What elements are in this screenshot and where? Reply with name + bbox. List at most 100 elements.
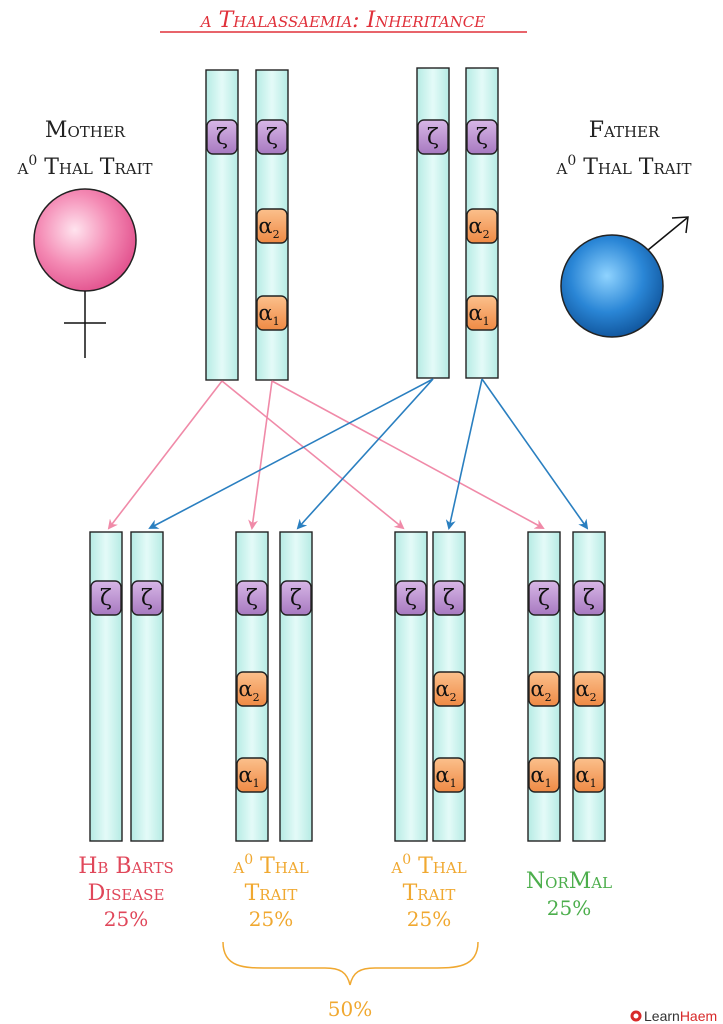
father-chromosome: ζ α2 α1 xyxy=(465,67,499,379)
parent-chromosomes: ζ ζ α2 α1 ζ ζ α2 α1 xyxy=(205,67,499,381)
svg-text:ζ: ζ xyxy=(246,586,258,611)
zeta-gene: ζ xyxy=(528,580,560,616)
svg-text:ζ: ζ xyxy=(427,125,439,150)
zeta-gene: ζ xyxy=(131,580,163,616)
outcome-percent: 25% xyxy=(104,907,148,931)
mother-arrows xyxy=(107,380,545,530)
zeta-gene: ζ xyxy=(417,119,449,155)
alpha2-gene: α2 xyxy=(256,208,288,244)
father-chromosome: ζ xyxy=(416,67,450,379)
svg-text:α2: α2 xyxy=(435,677,456,704)
zeta-gene: ζ xyxy=(256,119,288,155)
alpha2-gene: α2 xyxy=(573,671,605,707)
offspring-chromosome: ζ α2 α1 xyxy=(235,531,269,842)
svg-text:α2: α2 xyxy=(468,214,489,241)
svg-text:ζ: ζ xyxy=(141,586,153,611)
alpha1-gene: α1 xyxy=(573,757,605,793)
father-arrow xyxy=(296,378,434,530)
svg-text:ζ: ζ xyxy=(216,125,228,150)
mother-arrow xyxy=(107,380,223,530)
offspring-chromosome: ζ α2 α1 xyxy=(527,531,561,842)
svg-text:α2: α2 xyxy=(575,677,596,704)
offspring-label-hb-barts: Hb Barts Disease 25% xyxy=(78,854,174,931)
offspring-genotype: ζ ζ α2 α1 xyxy=(394,531,466,842)
father-genotype: α0 Thal Trait xyxy=(555,153,691,180)
male-symbol-icon xyxy=(560,216,689,338)
zeta-gene: ζ xyxy=(280,580,312,616)
outcome-percent: 25% xyxy=(249,907,293,931)
alpha1-gene: α1 xyxy=(236,757,268,793)
svg-text:α2: α2 xyxy=(530,677,551,704)
alpha2-gene: α2 xyxy=(466,208,498,244)
svg-text:ζ: ζ xyxy=(405,586,417,611)
svg-text:α1: α1 xyxy=(238,763,259,790)
father-arrow xyxy=(445,378,483,530)
brace-percent: 50% xyxy=(328,997,372,1021)
svg-text:α2: α2 xyxy=(238,677,259,704)
mother-arrow xyxy=(271,380,545,529)
offspring-chromosome: ζ α2 α1 xyxy=(432,531,466,842)
svg-text:α1: α1 xyxy=(575,763,596,790)
alpha1-gene: α1 xyxy=(256,295,288,331)
svg-text:ζ: ζ xyxy=(266,125,278,150)
svg-text:ζ: ζ xyxy=(100,586,112,611)
offspring-chromosome: ζ xyxy=(130,531,164,842)
outcome-name: α0 Thal xyxy=(390,852,466,879)
zeta-gene: ζ xyxy=(90,580,122,616)
alpha1-gene: α1 xyxy=(466,295,498,331)
svg-text:α1: α1 xyxy=(468,301,489,328)
outcome-name: α0 Thal xyxy=(232,852,308,879)
zeta-gene: ζ xyxy=(573,580,605,616)
offspring-genotype: ζ α2 α1 ζ xyxy=(235,531,313,842)
zeta-gene: ζ xyxy=(236,580,268,616)
outcome-percent: 25% xyxy=(547,896,591,920)
svg-text:ζ: ζ xyxy=(583,586,595,611)
svg-text:α2: α2 xyxy=(258,214,279,241)
brace xyxy=(222,941,479,986)
alpha2-gene: α2 xyxy=(433,671,465,707)
zeta-gene: ζ xyxy=(466,119,498,155)
mother-chromosome: ζ xyxy=(205,69,239,381)
outcome-percent: 25% xyxy=(407,907,451,931)
father-arrow xyxy=(148,378,434,529)
offspring-chromosome: ζ xyxy=(89,531,123,842)
offspring-chromosome: ζ xyxy=(279,531,313,842)
zeta-gene: ζ xyxy=(395,580,427,616)
svg-text:ζ: ζ xyxy=(476,125,488,150)
zeta-gene: ζ xyxy=(206,119,238,155)
outcome-name-line2: Disease xyxy=(88,881,165,906)
alpha1-gene: α1 xyxy=(528,757,560,793)
outcome-name-line2: Trait xyxy=(245,881,298,906)
diagram-title: α Thalassaemia: Inheritance xyxy=(199,8,485,33)
svg-text:LearnHaem: LearnHaem xyxy=(644,1008,717,1024)
mother-label: Mother xyxy=(45,118,126,143)
father-arrow xyxy=(481,378,589,530)
zeta-gene: ζ xyxy=(433,580,465,616)
outcome-name-line2: Trait xyxy=(403,881,456,906)
mother-arrow xyxy=(221,380,405,530)
offspring-genotype: ζ α2 α1 ζ α2 α1 xyxy=(527,531,606,842)
svg-text:α1: α1 xyxy=(435,763,456,790)
offspring-label-normal: NorMal 25% xyxy=(526,869,612,920)
svg-text:α1: α1 xyxy=(530,763,551,790)
offspring-label-thal-trait-1: α0 Thal Trait 25% xyxy=(232,852,308,931)
outcome-name: Hb Barts xyxy=(78,854,174,879)
alpha2-gene: α2 xyxy=(236,671,268,707)
father-arrows xyxy=(148,378,589,530)
offspring-chromosome: ζ xyxy=(394,531,428,842)
mother-arrow xyxy=(248,380,273,530)
outcome-name: NorMal xyxy=(526,869,612,894)
alpha1-gene: α1 xyxy=(433,757,465,793)
offspring-chromosome: ζ α2 α1 xyxy=(572,531,606,842)
offspring-label-thal-trait-2: α0 Thal Trait 25% xyxy=(390,852,466,931)
mother-chromosome: ζ α2 α1 xyxy=(255,69,289,381)
svg-text:α1: α1 xyxy=(258,301,279,328)
father-label: Father xyxy=(589,118,660,143)
svg-text:ζ: ζ xyxy=(290,586,302,611)
svg-text:ζ: ζ xyxy=(443,586,455,611)
mother-genotype: α0 Thal Trait xyxy=(16,153,152,180)
svg-text:ζ: ζ xyxy=(538,586,550,611)
